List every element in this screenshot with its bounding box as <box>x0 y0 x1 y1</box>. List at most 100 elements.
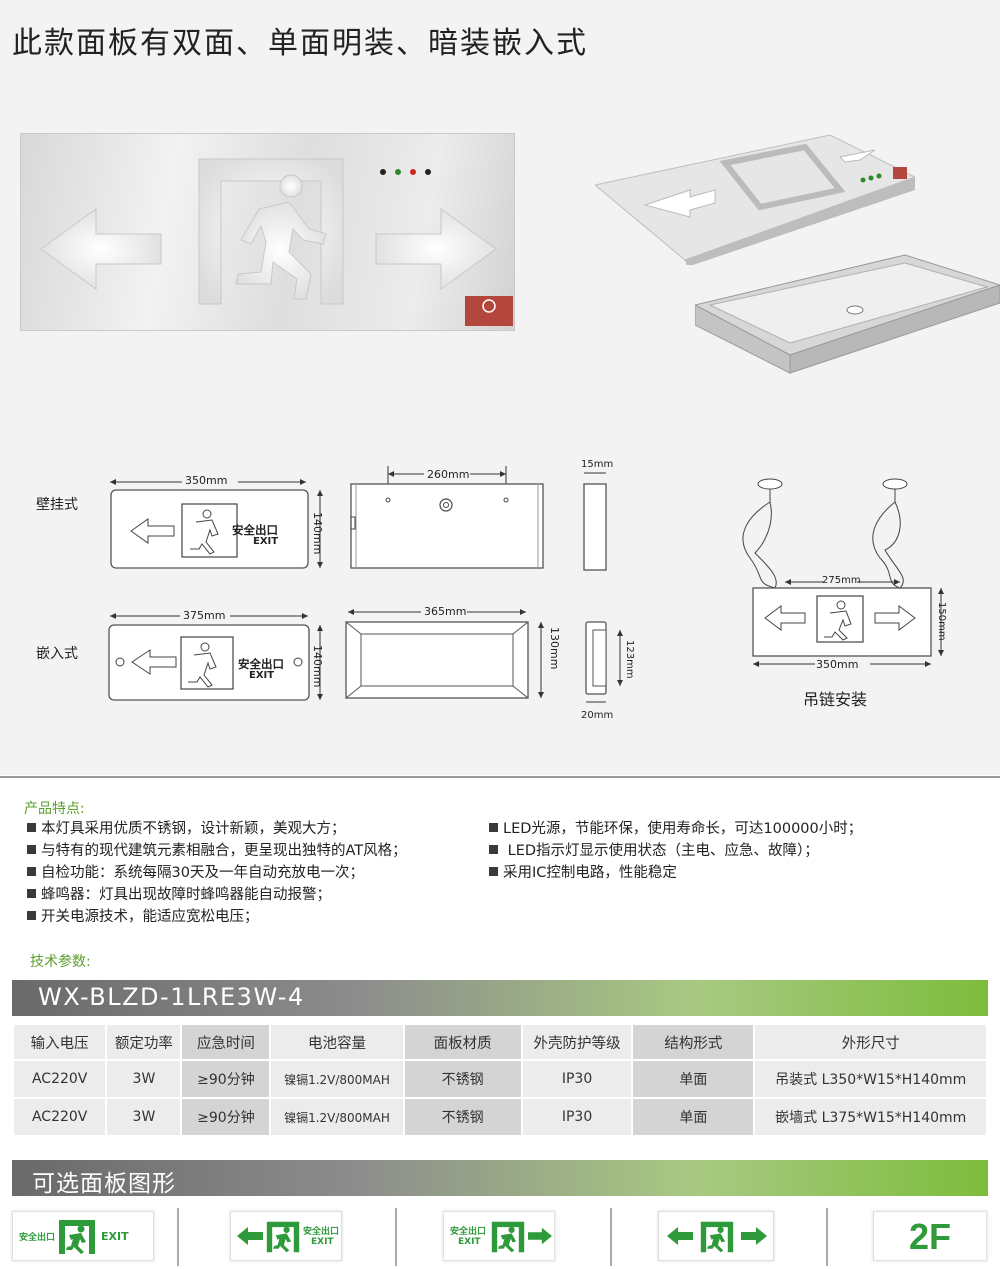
chain-mount-caption: 吊链安装 <box>803 690 868 709</box>
feature-item: 开关电源技术，能适应宽松电压； <box>27 906 407 928</box>
wall-mount-label: 壁挂式 <box>36 497 78 513</box>
sign-graphic <box>40 158 513 326</box>
running-man-icon <box>491 1221 525 1253</box>
table-cell: ≥90分钟 <box>182 1099 270 1135</box>
table-cell: AC220V <box>14 1061 106 1097</box>
table-header-cell: 外壳防护等级 <box>522 1025 632 1059</box>
page-title: 此款面板有双面、单面明装、暗装嵌入式 <box>12 26 588 61</box>
wall-sign-text-cn: 安全出口 <box>232 523 278 537</box>
table-cell: 镍镉1.2V/800MAH <box>271 1061 403 1097</box>
panels-bar <box>12 1160 988 1196</box>
table-cell: 3W <box>107 1099 181 1135</box>
feature-item: LED指示灯显示使用状态（主电、应急、故障）； <box>489 840 862 862</box>
arrow-right-icon <box>528 1227 552 1245</box>
wall-back-drawing <box>350 466 544 569</box>
product-photo-backbox <box>693 235 1000 375</box>
dim-wall-depth: 15mm <box>581 459 614 470</box>
features-left-list: 本灯具采用优质不锈钢，设计新颖，美观大方； 与特有的现代建筑元素相融合，更呈现出… <box>27 818 407 928</box>
dim-embed-height: 140mm <box>311 645 324 688</box>
panel-text-cn: 安全出口 <box>19 1233 56 1243</box>
dim-wall-back-width: 260mm <box>427 468 470 481</box>
table-cell: 单面 <box>633 1099 754 1135</box>
dim-wall-width: 350mm <box>185 474 228 487</box>
table-cell: 镍镉1.2V/800MAH <box>271 1099 403 1135</box>
wall-sign-text-en: EXIT <box>253 536 279 547</box>
table-cell: IP30 <box>522 1061 632 1097</box>
features-right-list: LED光源，节能环保，使用寿命长，可达100000小时； LED指示灯显示使用状… <box>489 818 862 884</box>
panel-text-en: EXIT <box>311 1237 334 1247</box>
dim-chain-inner-width: 275mm <box>822 575 861 586</box>
dim-chain-height: 150mm <box>936 602 947 641</box>
panel-option-arrow-right: 安全出口 EXIT <box>443 1211 555 1261</box>
table-header-cell: 结构形式 <box>633 1025 754 1059</box>
features-heading: 产品特点: <box>24 801 85 817</box>
model-bar <box>12 980 988 1016</box>
dim-embed-side-height: 123mm <box>624 640 635 679</box>
feature-item: 自检功能：系统每隔30天及一年自动充放电一次； <box>27 862 407 884</box>
table-cell: 不锈钢 <box>404 1099 521 1135</box>
feature-item: 蜂鸣器：灯具出现故障时蜂鸣器能自动报警； <box>27 884 407 906</box>
product-photo-angled <box>593 134 917 267</box>
panel-separator <box>610 1208 612 1266</box>
table-cell: IP30 <box>522 1099 632 1135</box>
table-header-cell: 面板材质 <box>404 1025 521 1059</box>
embed-front-drawing <box>108 613 323 701</box>
panel-option-exit-left: 安全出口 EXIT <box>12 1211 154 1261</box>
table-cell: ≥90分钟 <box>182 1061 270 1097</box>
table-cell: 3W <box>107 1061 181 1097</box>
panel-option-arrow-left: 安全出口 EXIT <box>230 1211 342 1261</box>
panel-separator <box>395 1208 397 1266</box>
spec-table: 输入电压 额定功率 应急时间 电池容量 面板材质 外壳防护等级 结构形式 外形尺… <box>12 1023 988 1137</box>
dim-embed-box-width: 365mm <box>424 605 467 618</box>
arrow-left-icon <box>667 1227 693 1245</box>
embed-side-drawing <box>585 621 623 703</box>
table-cell: AC220V <box>14 1099 106 1135</box>
arrow-left-icon <box>237 1227 263 1245</box>
table-cell: 吊装式 L350*W15*H140mm <box>755 1061 986 1097</box>
panels-heading: 可选面板图形 <box>32 1171 176 1197</box>
table-header-cell: 应急时间 <box>182 1025 270 1059</box>
table-row: AC220V 3W ≥90分钟 镍镉1.2V/800MAH 不锈钢 IP30 单… <box>14 1061 986 1097</box>
dim-chain-width: 350mm <box>816 658 859 671</box>
running-man-icon <box>266 1221 300 1253</box>
panel-option-floor: 2F <box>873 1211 987 1261</box>
embed-mount-label: 嵌入式 <box>36 646 78 662</box>
embed-sign-text-en: EXIT <box>249 670 275 681</box>
running-man-icon <box>700 1221 734 1253</box>
panel-text-cn: 安全出口 <box>450 1227 487 1237</box>
arrow-right-icon <box>741 1227 767 1245</box>
dim-embed-side-depth: 20mm <box>581 710 614 721</box>
floor-number: 2F <box>908 1216 951 1257</box>
feature-item: LED光源，节能环保，使用寿命长，可达100000小时； <box>489 818 862 840</box>
panel-separator <box>177 1208 179 1266</box>
table-header-row: 输入电压 额定功率 应急时间 电池容量 面板材质 外壳防护等级 结构形式 外形尺… <box>14 1025 986 1059</box>
table-header-cell: 额定功率 <box>107 1025 181 1059</box>
panel-text-cn: 安全出口 <box>303 1227 340 1237</box>
model-number: WX-BLZD-1LRE3W-4 <box>38 983 305 1011</box>
table-header-cell: 输入电压 <box>14 1025 106 1059</box>
table-cell: 不锈钢 <box>404 1061 521 1097</box>
feature-item: 本灯具采用优质不锈钢，设计新颖，美观大方； <box>27 818 407 840</box>
table-cell: 嵌墙式 L375*W15*H140mm <box>755 1099 986 1135</box>
table-row: AC220V 3W ≥90分钟 镍镉1.2V/800MAH 不锈钢 IP30 单… <box>14 1099 986 1135</box>
panel-option-double-arrow <box>658 1211 774 1261</box>
panel-text-en: EXIT <box>101 1230 129 1243</box>
section-divider <box>0 776 1000 778</box>
embed-box-drawing <box>345 609 544 699</box>
running-man-icon <box>59 1220 95 1254</box>
table-header-cell: 电池容量 <box>271 1025 403 1059</box>
product-photo-front <box>20 133 515 331</box>
table-cell: 单面 <box>633 1061 754 1097</box>
dim-embed-box-height: 130mm <box>548 627 561 670</box>
embed-sign-text-cn: 安全出口 <box>238 657 284 671</box>
dim-wall-height: 140mm <box>311 512 324 555</box>
specs-heading: 技术参数: <box>30 954 91 970</box>
wall-front-drawing <box>110 479 323 569</box>
table-header-cell: 外形尺寸 <box>755 1025 986 1059</box>
wall-side-drawing <box>583 472 607 571</box>
chain-mount-drawing <box>742 478 944 667</box>
panel-separator <box>826 1208 828 1266</box>
panel-text-en: EXIT <box>458 1237 481 1247</box>
dim-embed-width: 375mm <box>183 609 226 622</box>
feature-item: 采用IC控制电路，性能稳定 <box>489 862 862 884</box>
